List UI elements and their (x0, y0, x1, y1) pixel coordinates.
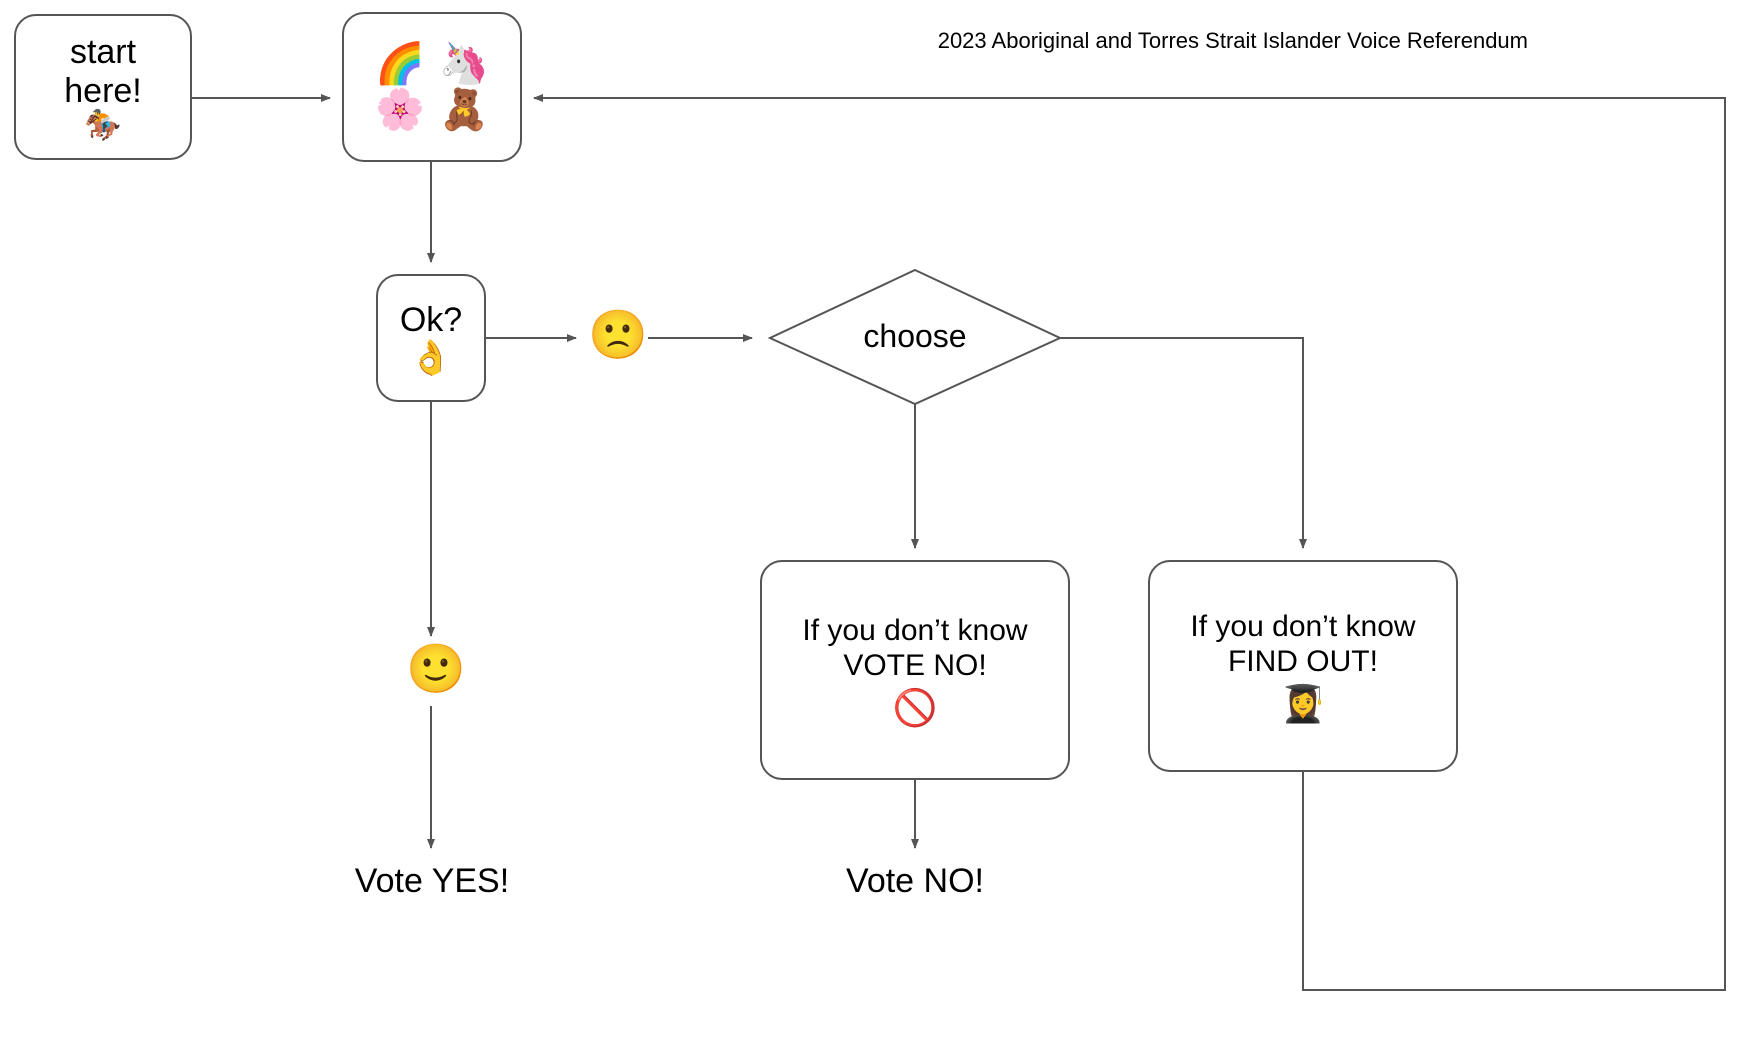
node-ok-label: Ok? (399, 301, 463, 340)
document-title: 2023 Aboriginal and Torres Strait Island… (937, 28, 1528, 53)
cherry-blossom-emoji: 🌸 (375, 88, 425, 132)
terminal-vote-no: Vote NO! (846, 862, 984, 900)
node-vote-no-advice-label: If you don’t know VOTE NO! (802, 614, 1028, 682)
unicorn-emoji: 🦄 (439, 42, 489, 86)
teddy-bear-emoji: 🧸 (439, 88, 489, 132)
woman-student-graduate-emoji: 👩‍🎓 (1280, 682, 1326, 724)
ok-hand-emoji: 👌 (409, 338, 453, 377)
node-choose-label: choose (863, 318, 967, 354)
frowning-face-emoji: 🙁 (588, 309, 648, 362)
node-start-here-label: start here! (64, 32, 142, 110)
rainbow-emoji: 🌈 (375, 42, 425, 86)
slightly-smiling-face-emoji: 🙂 (406, 643, 466, 696)
horse-racing-emoji: 🏇 (84, 109, 122, 143)
node-ok-question[interactable]: Ok? 👌 (376, 274, 486, 402)
terminal-vote-yes: Vote YES! (354, 862, 510, 900)
node-find-out-advice[interactable]: If you don’t know FIND OUT! 👩‍🎓 (1148, 560, 1458, 772)
edge-choose-to-find-out-box (1060, 337, 1307, 549)
node-vote-no-advice[interactable]: If you don’t know VOTE NO! 🚫 (760, 560, 1070, 780)
node-happy-things[interactable]: 🌈 🦄 🌸 🧸 (342, 12, 522, 162)
prohibited-sign-emoji: 🚫 (892, 686, 938, 728)
node-start-here[interactable]: start here! 🏇 (14, 14, 192, 160)
happy-things-emoji-grid: 🌈 🦄 🌸 🧸 (375, 44, 489, 130)
edge-find-out-box-to-happy-things (533, 94, 1726, 991)
node-find-out-advice-label: If you don’t know FIND OUT! (1190, 610, 1416, 678)
